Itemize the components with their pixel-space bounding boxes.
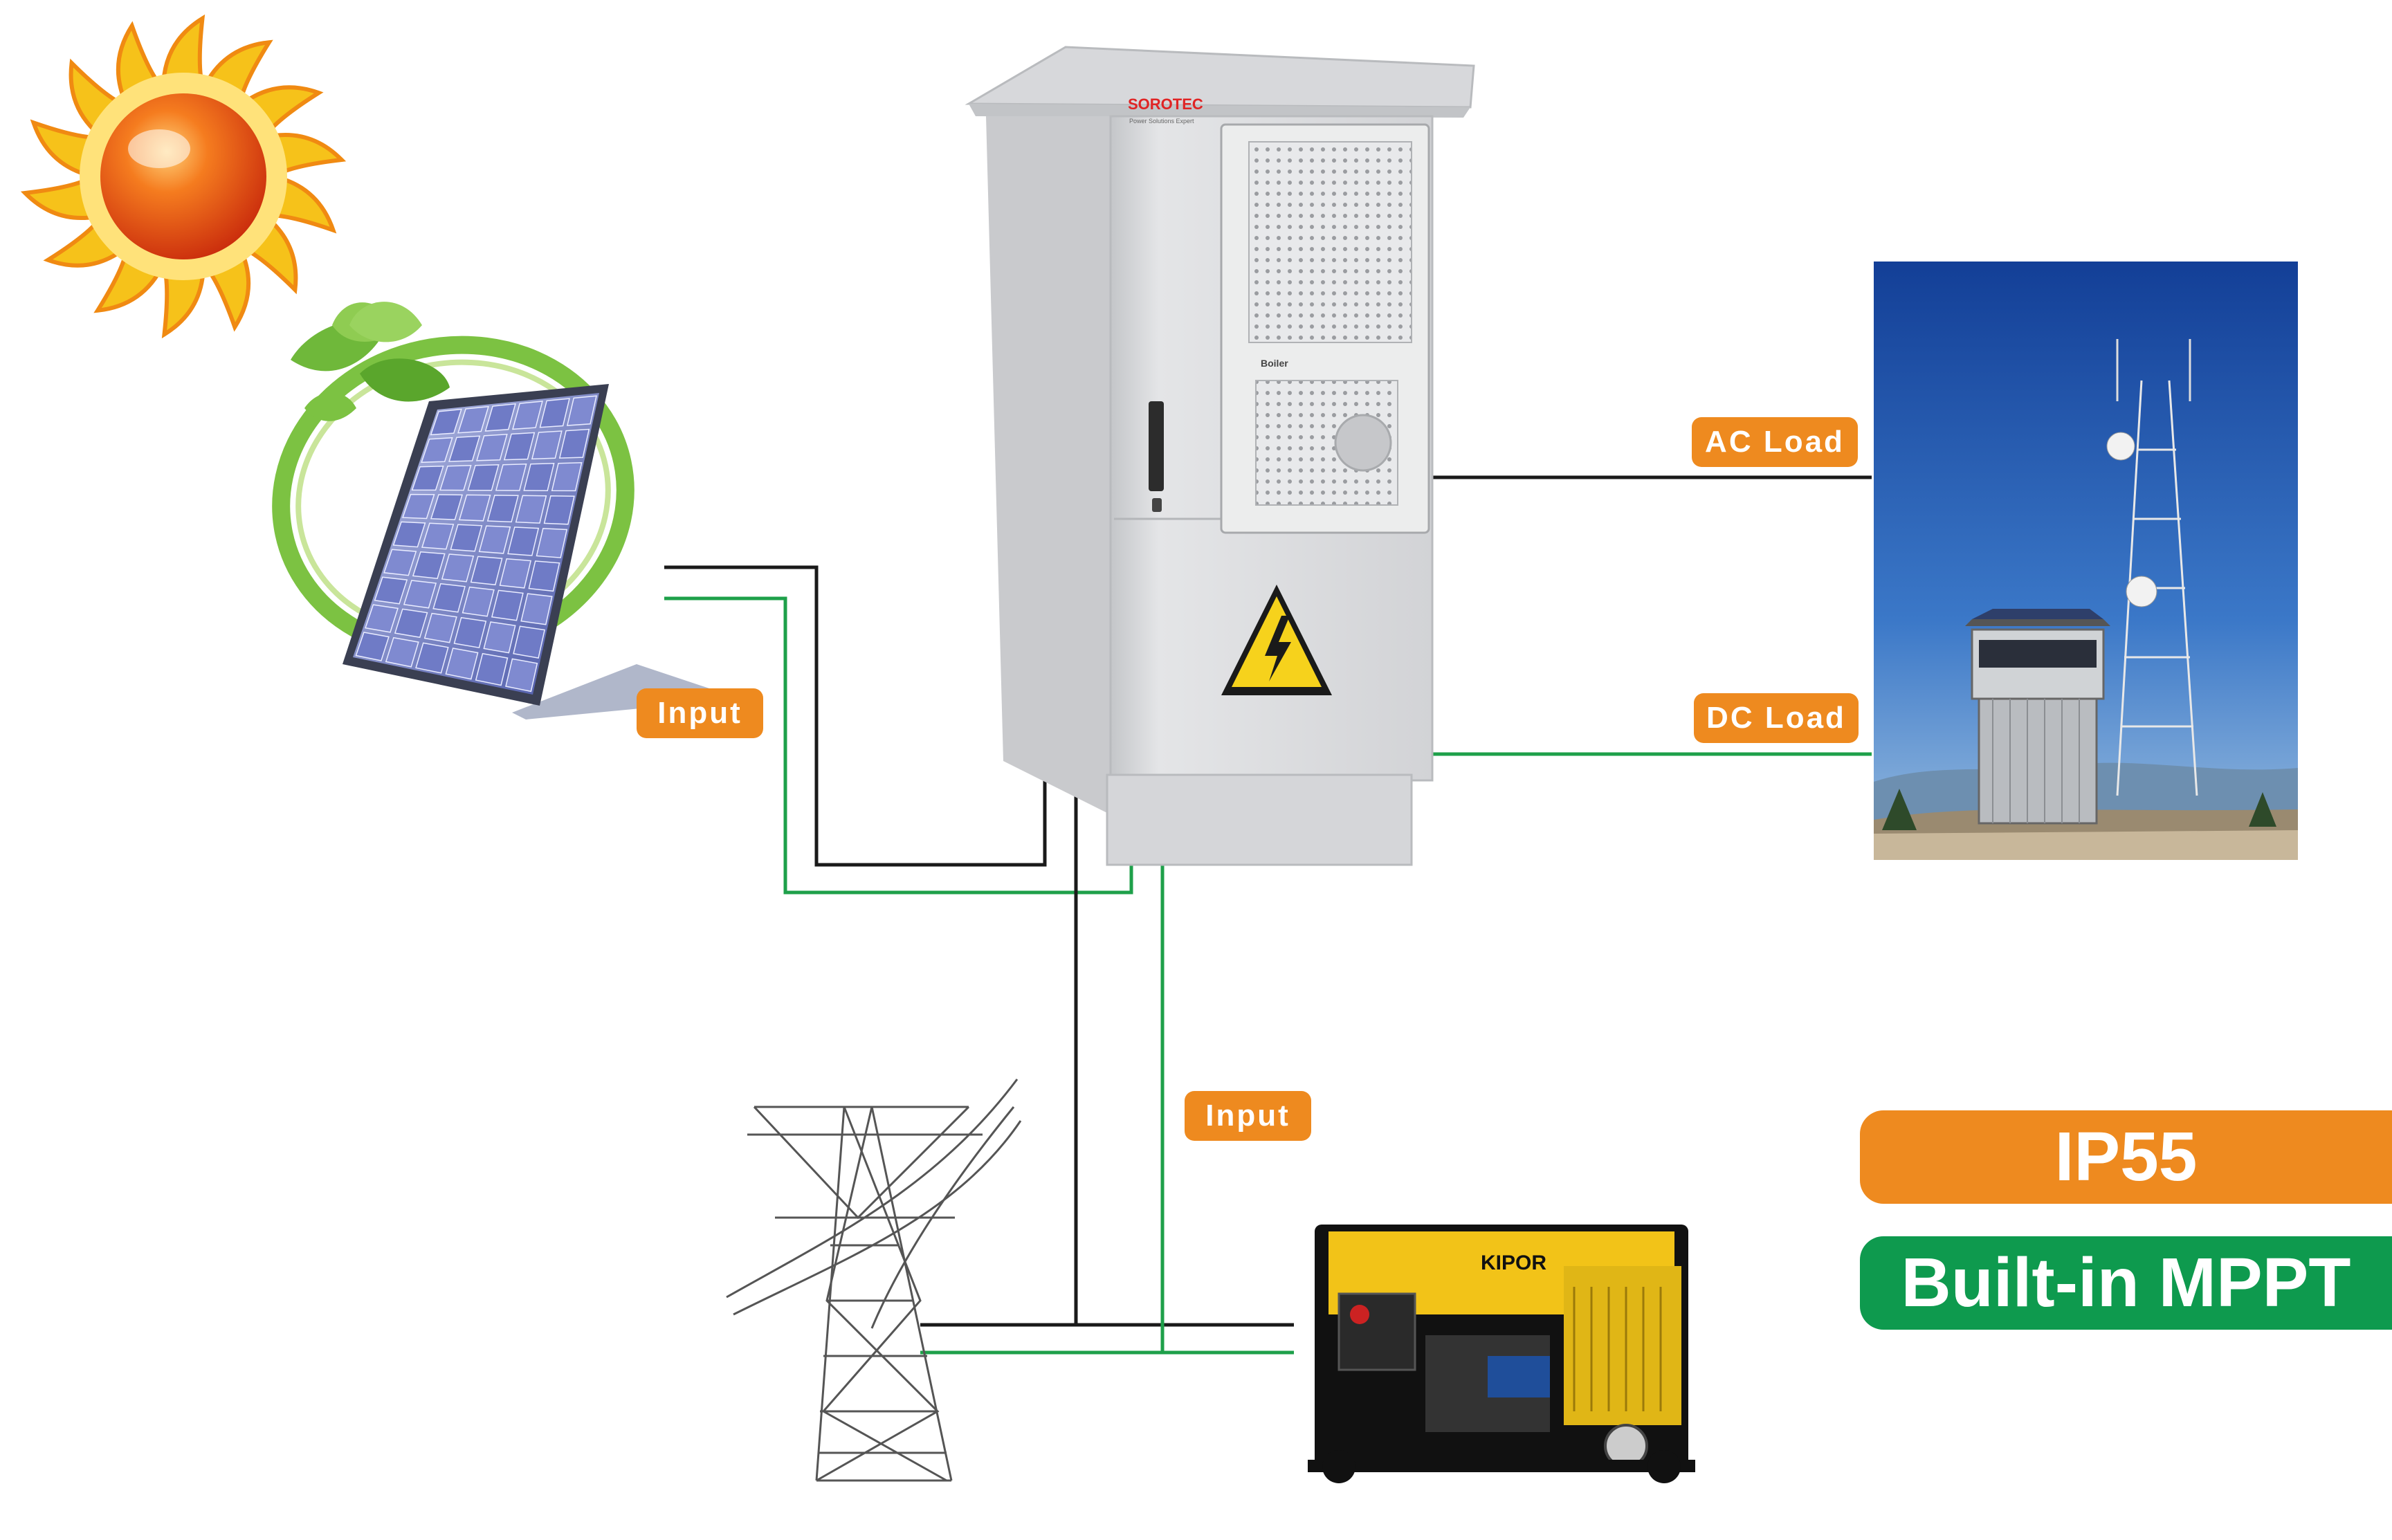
dc-load-label: DC Load xyxy=(1694,693,1859,743)
cabinet-brand: SOROTEC xyxy=(1128,95,1203,113)
cabinet-icon xyxy=(969,47,1474,865)
sun-highlight xyxy=(128,129,190,168)
telecom-tower-photo xyxy=(1874,262,2298,860)
solar-input-label: Input xyxy=(637,688,763,738)
mppt-badge: Built-in MPPT xyxy=(1860,1236,2392,1330)
grid-input-label: Input xyxy=(1185,1091,1311,1141)
solar-panel-icon xyxy=(253,313,740,719)
ac-unit-label: Boiler xyxy=(1261,358,1288,369)
ac-load-label: AC Load xyxy=(1692,417,1858,467)
transmission-tower-icon xyxy=(727,1079,1021,1481)
sun-icon xyxy=(25,19,341,335)
cabinet-brand-subtext: Power Solutions Expert xyxy=(1129,118,1194,125)
ip55-badge: IP55 xyxy=(1860,1110,2392,1204)
sun-core xyxy=(100,93,266,259)
generator-brand: KIPOR xyxy=(1481,1252,1546,1274)
